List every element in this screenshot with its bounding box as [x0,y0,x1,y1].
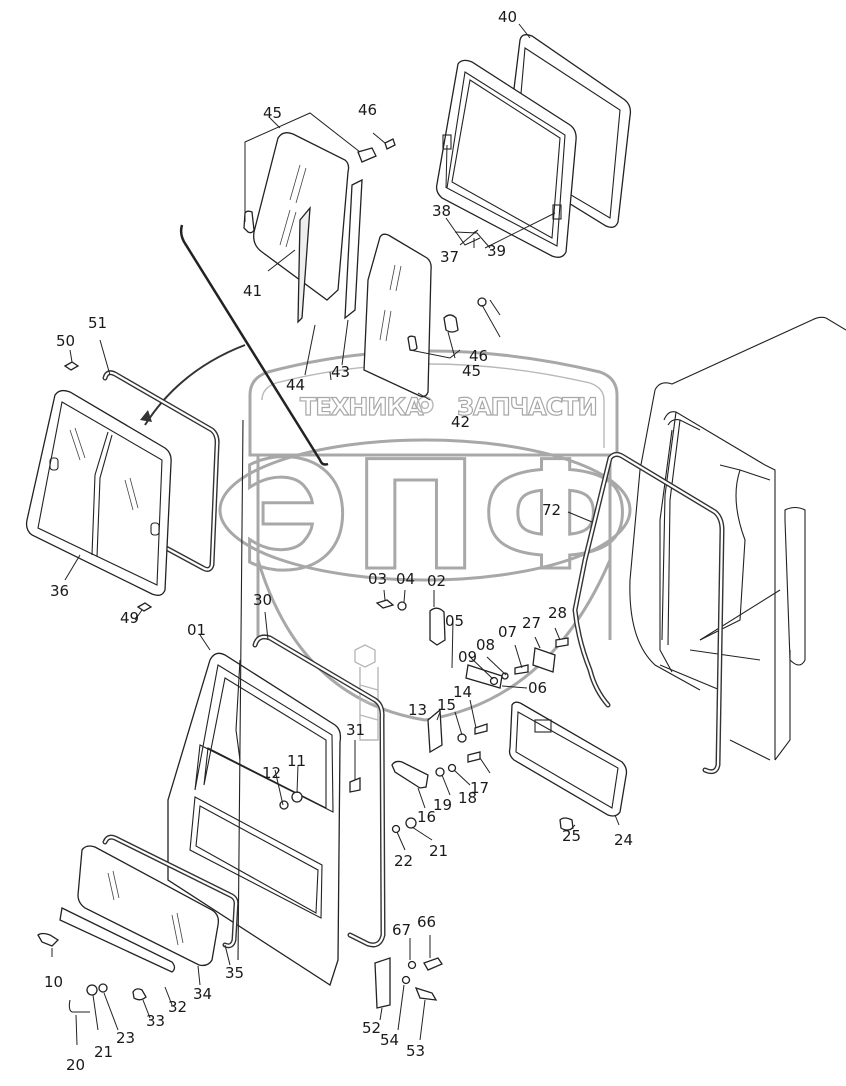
guide-rail [140,224,329,466]
door-latch-assembly [375,599,569,834]
part-label-03: 03 [368,570,387,588]
door-seal-72 [572,451,725,775]
watermark-lower-arc [256,559,612,722]
watermark-text-technika: ТЕХНИКА [300,393,424,421]
watermark-ellipse [218,438,632,582]
part-label-46-top: 46 [358,101,377,119]
watermark-shield [248,349,619,457]
part-label-15: 15 [437,696,456,714]
part-label-06: 06 [528,679,547,697]
part-label-43: 43 [331,363,350,381]
watermark: ТЕХНИКА ЗАПЧАСТИ ЭПФ [218,349,632,741]
part-label-42: 42 [451,413,470,431]
part-label-19: 19 [433,796,452,814]
part-label-12: 12 [262,764,281,782]
part-label-17: 17 [470,779,489,797]
part-label-40: 40 [498,8,517,26]
part-label-66: 66 [417,913,436,931]
watermark-bolt-icon [354,644,379,741]
door-glass-42 [363,233,487,398]
part-label-51: 51 [88,314,107,332]
watermark-text-zapchasti: ЗАПЧАСТИ [457,393,597,421]
part-label-18: 18 [458,789,477,807]
part-label-45-top: 45 [263,104,282,122]
cab-body [629,316,846,761]
watermark-outer-lines [256,455,612,640]
part-label-35: 35 [225,964,244,982]
part-label-28: 28 [548,604,567,622]
part-label-10: 10 [44,973,63,991]
part-label-08: 08 [476,636,495,654]
part-label-39: 39 [487,242,506,260]
part-label-27: 27 [522,614,541,632]
part-label-22: 22 [394,852,413,870]
window-frame-assembly-37 [435,34,632,258]
sliding-window-36 [25,361,220,612]
part-label-54: 54 [380,1031,399,1049]
part-label-45-mid: 45 [462,362,481,380]
part-label-36: 36 [50,582,69,600]
part-label-31: 31 [346,721,365,739]
part-label-21-mid: 21 [429,842,448,860]
part-label-25: 25 [562,827,581,845]
part-label-34: 34 [193,985,212,1003]
part-label-50: 50 [56,332,75,350]
part-label-23: 23 [116,1029,135,1047]
part-label-33: 33 [146,1012,165,1030]
part-label-05: 05 [445,612,464,630]
watermark-shield-inner [261,363,605,448]
part-label-37: 37 [440,248,459,266]
part-label-52: 52 [362,1019,381,1037]
part-label-41: 41 [243,282,262,300]
part-label-67: 67 [392,921,411,939]
part-label-01: 01 [187,621,206,639]
part-label-38: 38 [432,202,451,220]
hinge-52 [374,957,443,1009]
part-label-09: 09 [458,648,477,666]
part-label-20: 20 [66,1056,85,1074]
lower-window-34 [37,834,239,1013]
part-label-14: 14 [453,683,472,701]
part-label-44: 44 [286,376,305,394]
latch-39 [552,204,562,220]
stopper-50 [63,361,80,371]
part-label-53: 53 [406,1042,425,1060]
part-label-16: 16 [417,808,436,826]
part-labels: 40 45 46 38 37 39 41 51 50 46 43 44 45 4… [44,8,633,1074]
door-01 [167,419,386,987]
part-label-13: 13 [408,701,427,719]
cover-panel-24 [508,701,628,831]
part-label-30: 30 [253,591,272,609]
part-label-11: 11 [287,752,306,770]
part-label-24: 24 [614,831,633,849]
part-label-21-bottom: 21 [94,1043,113,1061]
stopper-49 [136,602,153,612]
part-label-04: 04 [396,570,415,588]
part-label-46-mid: 46 [469,347,488,365]
part-label-49: 49 [120,609,139,627]
part-label-02: 02 [427,572,446,590]
watermark-logo-letters: ЭПФ [240,430,630,604]
leader-lines [51,23,620,1046]
part-label-07: 07 [498,623,517,641]
part-label-32: 32 [168,998,187,1016]
door-glass-41-group [243,132,396,324]
part-label-72: 72 [542,501,561,519]
